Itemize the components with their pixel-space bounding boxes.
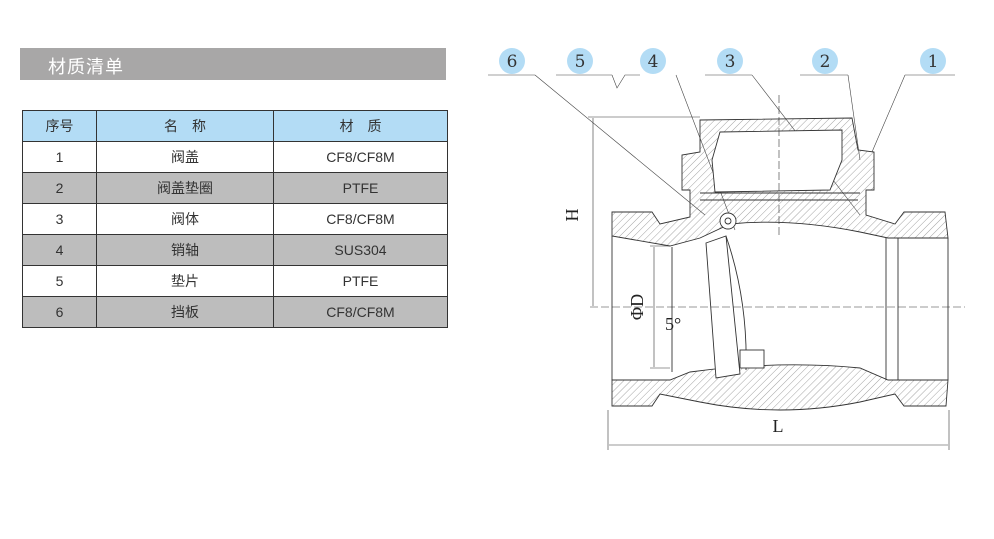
svg-text:1: 1 [928, 52, 939, 72]
cell-name: 垫片 [96, 265, 274, 297]
svg-text:3: 3 [725, 52, 736, 72]
callout-2: 2 [812, 48, 838, 74]
cell-no: 2 [22, 172, 97, 204]
cell-material: CF8/CF8M [273, 203, 448, 235]
callout-3: 3 [717, 48, 743, 74]
cell-material: PTFE [273, 265, 448, 297]
cell-no: 6 [22, 296, 97, 328]
cell-name: 销轴 [96, 234, 274, 266]
cell-material: PTFE [273, 172, 448, 204]
dim-H-label: H [562, 209, 582, 222]
callout-5: 5 [567, 48, 593, 74]
cell-material: CF8/CF8M [273, 296, 448, 328]
table-header-row: 序号 名 称 材 质 [22, 110, 448, 142]
cell-material: CF8/CF8M [273, 141, 448, 173]
callout-1: 1 [920, 48, 946, 74]
section-title: 材质清单 [48, 57, 124, 77]
header-no: 序号 [22, 110, 97, 142]
cell-name: 阀体 [96, 203, 274, 235]
svg-text:6: 6 [507, 52, 518, 72]
cell-material: SUS304 [273, 234, 448, 266]
svg-text:5: 5 [575, 52, 586, 72]
valve-body [611, 117, 949, 411]
cell-name: 阀盖垫圈 [96, 172, 274, 204]
dim-L-label: L [773, 416, 784, 436]
dim-D-label: ΦD [627, 294, 647, 320]
callout-6: 6 [499, 48, 525, 74]
part-callouts: 6 5 4 3 2 1 [499, 48, 946, 74]
section-title-bar: 材质清单 [20, 48, 446, 80]
dimension-lines [588, 95, 965, 450]
angle-label: 5° [665, 314, 681, 334]
cell-name: 阀盖 [96, 141, 274, 173]
cell-name: 挡板 [96, 296, 274, 328]
svg-text:4: 4 [648, 52, 659, 72]
svg-text:2: 2 [820, 52, 831, 72]
cell-no: 4 [22, 234, 97, 266]
header-material: 材 质 [273, 110, 448, 142]
callout-4: 4 [640, 48, 666, 74]
